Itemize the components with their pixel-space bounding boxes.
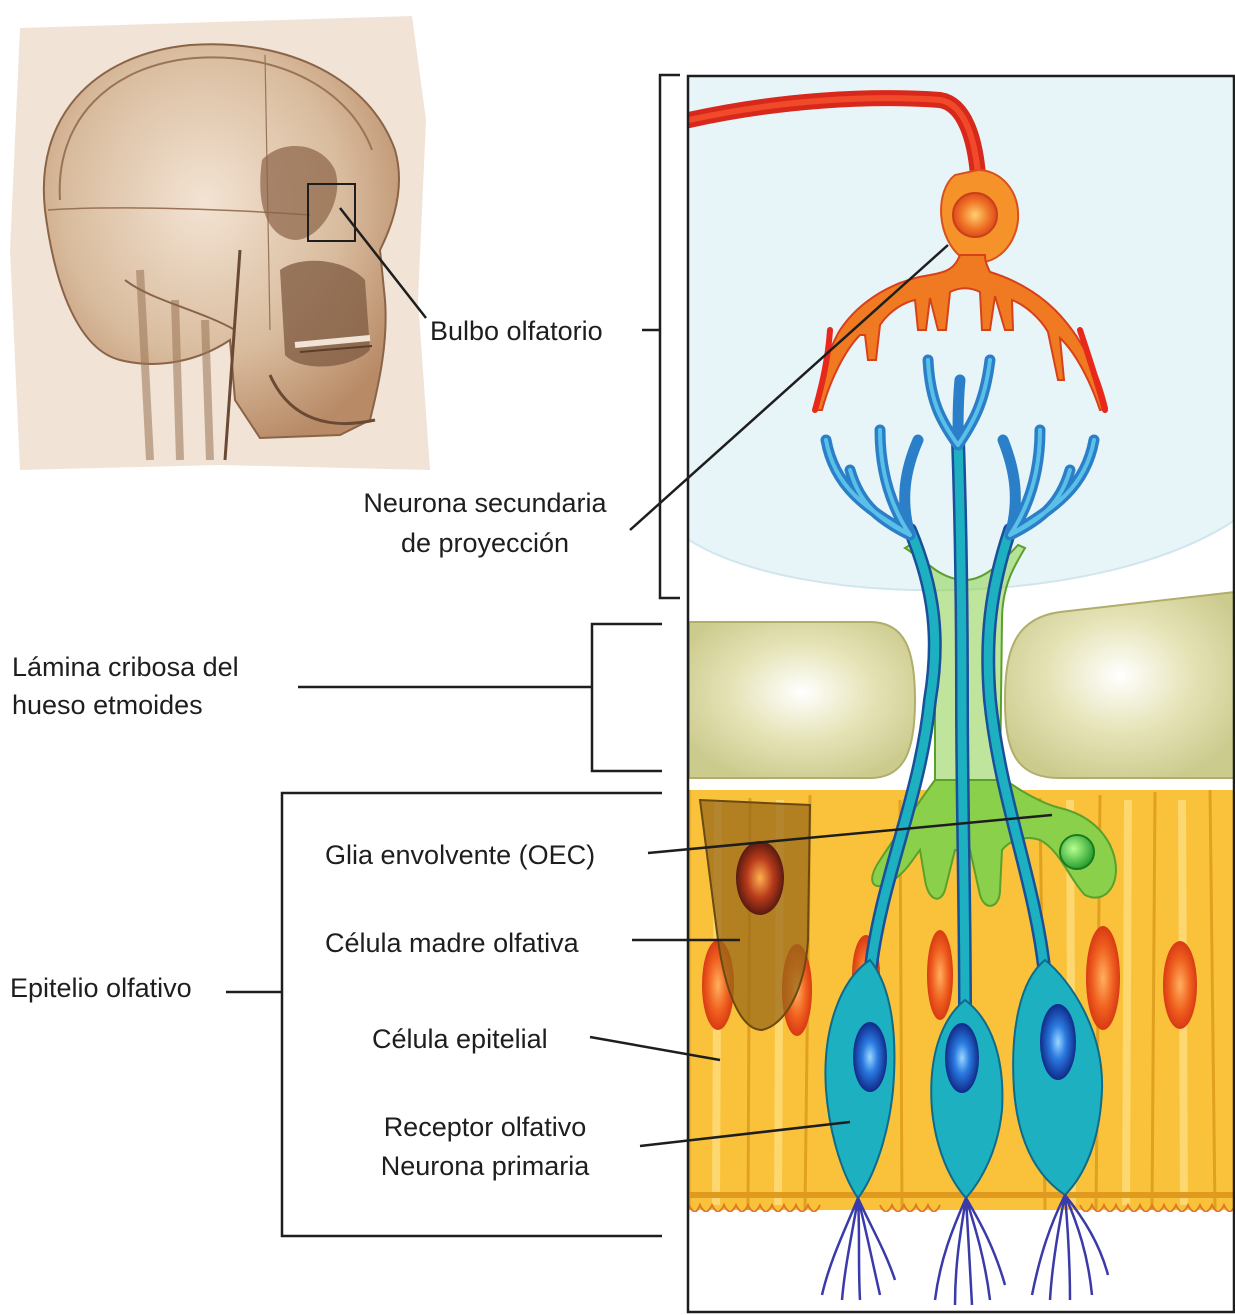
bulb-bracket [660, 75, 680, 598]
epithelial-nucleus [927, 930, 953, 1020]
label-de-proyeccion: de proyección [330, 524, 640, 562]
label-bulbo-olfatorio: Bulbo olfatorio [430, 312, 603, 350]
lamina-bracket [592, 624, 662, 771]
cribriform-plate-right [1005, 592, 1235, 778]
label-neurona-primaria: Neurona primaria [330, 1147, 640, 1185]
label-epitelio-olfativo: Epitelio olfativo [10, 969, 192, 1007]
detail-panel [689, 77, 1235, 1313]
label-glia-envolvente: Glia envolvente (OEC) [325, 836, 595, 874]
label-hueso-etmoides: hueso etmoides [12, 686, 203, 724]
epithelial-nucleus [1086, 926, 1120, 1030]
epithelial-nucleus [1163, 941, 1197, 1029]
label-celula-epitelial: Célula epitelial [372, 1020, 548, 1058]
cribriform-plate-left [689, 622, 915, 778]
label-celula-madre: Célula madre olfativa [325, 924, 579, 962]
label-receptor-olfativo: Receptor olfativo [330, 1108, 640, 1146]
label-lamina-cribosa: Lámina cribosa del [12, 648, 239, 686]
label-neurona-secundaria: Neurona secundaria [330, 484, 640, 522]
glia-nucleus [1060, 835, 1094, 869]
